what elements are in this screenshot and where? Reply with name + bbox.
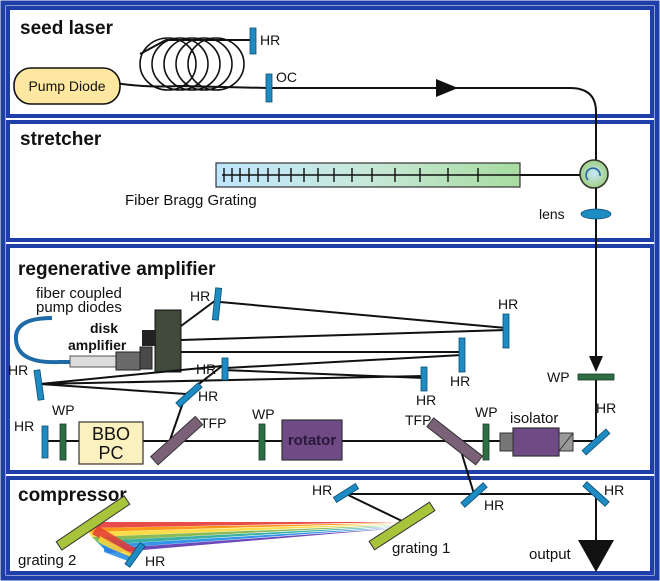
rotator-label: rotator: [288, 432, 336, 449]
regen-hr-fold-label: HR: [198, 388, 218, 404]
grating-1-label: grating 1: [392, 540, 450, 557]
disk-heatsink: [142, 330, 156, 346]
pump-diode-label: Pump Diode: [28, 78, 105, 94]
comp-beam-a: [345, 493, 405, 523]
seed-beam-arrow: [436, 79, 458, 97]
regen-hr-end-label: HR: [14, 418, 34, 434]
regen-hr-end: [41, 425, 49, 459]
dispersion-fan: [86, 522, 400, 553]
vertical-beam-arrow: [589, 356, 603, 372]
comp-hr-right-label: HR: [604, 482, 624, 498]
regen-wp-center: [258, 423, 266, 461]
comp-hr-mid: [460, 482, 488, 508]
regen-hr-mid: [221, 357, 229, 381]
regen-hr-right-label: HR: [498, 296, 518, 312]
title-regen-amplifier: regenerative amplifier: [18, 259, 216, 280]
tfp-left-label: TFP: [200, 415, 226, 431]
fbg-label: Fiber Bragg Grating: [125, 192, 257, 209]
isolator-end-cap: [499, 432, 514, 452]
pump-diode: [13, 67, 121, 105]
seed-fiber-to-hr: [139, 39, 250, 55]
regen-hr-corner: [581, 428, 611, 456]
lens-label: lens: [539, 206, 565, 222]
isolator-label: isolator: [510, 410, 558, 427]
regen-beams: [39, 299, 507, 441]
regen-hr-small-label: HR: [416, 392, 436, 408]
grating-2: [55, 495, 131, 551]
circulator-arrow: [585, 167, 601, 181]
collimator-head: [115, 351, 141, 371]
regen-hr-small: [420, 366, 428, 392]
isolator-diag: [558, 432, 574, 452]
fiber-pump-label-1: fiber coupled: [36, 285, 122, 302]
comp-hr-right: [582, 481, 610, 507]
fiber-coil: [139, 37, 245, 91]
regen-hr-corner-label: HR: [596, 400, 616, 416]
regen-hr-top-label: HR: [190, 288, 210, 304]
comp-hr-mid-label: HR: [484, 497, 504, 513]
wp-vertical-label: WP: [547, 369, 570, 385]
tfp-left: [149, 415, 204, 466]
fiber-collimator: [69, 355, 117, 368]
title-seed-laser: seed laser: [20, 18, 114, 39]
bbo-pockels-cell: [78, 421, 144, 465]
regen-hr-left: [33, 369, 45, 401]
fbg-ticks: [223, 168, 479, 182]
title-stretcher: stretcher: [20, 129, 102, 150]
output-label: output: [529, 546, 572, 563]
regen-wp-center-label: WP: [252, 406, 275, 422]
comp-hr-top: [332, 483, 360, 503]
comp-hr-top-label: HR: [312, 482, 332, 498]
regen-hr-right: [502, 313, 510, 349]
regen-hr-mid-right: [458, 337, 466, 373]
collimator-mount: [139, 346, 153, 370]
tfp-right-label: TFP: [405, 412, 431, 428]
title-compressor: compressor: [18, 485, 127, 506]
circulator: [579, 159, 609, 189]
regen-wp-left: [59, 423, 67, 461]
output-arrow: [578, 540, 614, 572]
rotator: [281, 419, 343, 461]
seed-oc-mirror: [265, 73, 273, 103]
disk-label-1: disk: [90, 320, 118, 336]
grating-1: [368, 501, 436, 551]
regen-wp-left-label: WP: [52, 402, 75, 418]
comp-hr-bottom: [124, 542, 146, 568]
bbo-label-1: BBO: [92, 424, 130, 444]
grating-2-label: grating 2: [18, 552, 76, 569]
isolator-body: [512, 427, 560, 457]
disk-label-2: amplifier: [68, 337, 127, 353]
tfp-right: [426, 417, 484, 466]
regen-wp-right: [482, 423, 490, 461]
fan-to-hr: [92, 526, 138, 561]
fiber-pump-label-2: pump diodes: [36, 299, 122, 316]
bbo-label-2: PC: [98, 443, 123, 463]
wp-vertical: [577, 373, 615, 381]
seed-hr-mirror: [249, 27, 257, 55]
regen-hr-fold: [175, 382, 203, 408]
comp-hr-bottom-label: HR: [145, 553, 165, 569]
lens: [580, 208, 612, 220]
disk-amplifier-mount: [154, 309, 182, 373]
regen-hr-mid-right-label: HR: [450, 373, 470, 389]
seed-hr-label: HR: [260, 32, 280, 48]
seed-oc-label: OC: [276, 69, 297, 85]
regen-hr-top: [211, 287, 223, 321]
pump-fiber: [13, 316, 72, 365]
regen-hr-left-label: HR: [8, 362, 28, 378]
regen-wp-right-label: WP: [475, 404, 498, 420]
regen-hr-mid-label: HR: [196, 361, 216, 377]
